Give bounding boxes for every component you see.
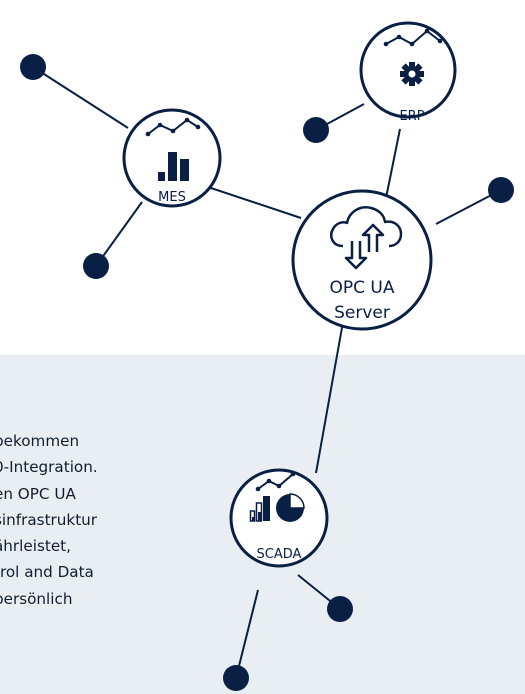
cloud-updown-icon <box>330 206 403 270</box>
bar-chart-icon <box>158 152 189 181</box>
connector-line <box>235 589 259 679</box>
body-text-line: bekommen <box>0 432 80 450</box>
gear-icon <box>400 62 424 86</box>
body-text-line: 0-Integration. <box>0 458 98 477</box>
endpoint-dot <box>83 253 109 279</box>
node-label-opc-ua-line2: Server <box>334 303 390 323</box>
endpoint-dot <box>327 596 353 622</box>
trend-line-icon <box>257 473 294 490</box>
body-text-line: ährleistet, <box>0 537 71 556</box>
connector-line <box>315 321 344 474</box>
truncated-body-paragraph: bekommen 0-Integration. en OPC UA sinfra… <box>0 428 169 612</box>
node-label-opc-ua-line1: OPC UA <box>330 278 395 298</box>
connector-line <box>385 128 401 199</box>
node-label-mes: MES <box>158 190 186 205</box>
body-text-line: trol and Data <box>0 563 94 582</box>
node-circle <box>229 468 329 568</box>
body-text-line: persönlich <box>0 589 73 608</box>
node-label-scada: SCADA <box>257 547 302 562</box>
connector-line <box>198 183 302 219</box>
node-scada: SCADA <box>229 468 329 568</box>
connector-lines <box>32 66 502 679</box>
connector-line <box>32 66 129 129</box>
node-label-erp: ERP <box>399 109 424 124</box>
endpoint-dot <box>223 665 249 691</box>
bar-chart-icon <box>249 496 270 522</box>
endpoint-dot <box>303 117 329 143</box>
node-opc-ua-server: OPC UA Server <box>291 189 433 331</box>
body-text-line: en OPC UA <box>0 484 76 503</box>
endpoint-dot <box>488 177 514 203</box>
body-text-line: sinfrastruktur <box>0 510 98 529</box>
endpoint-dot <box>20 54 46 80</box>
connector-line <box>95 201 143 267</box>
node-erp: ERP <box>359 21 457 124</box>
pie-chart-icon <box>276 493 305 522</box>
endpoint-dots <box>20 54 514 691</box>
node-mes: MES <box>122 108 222 208</box>
